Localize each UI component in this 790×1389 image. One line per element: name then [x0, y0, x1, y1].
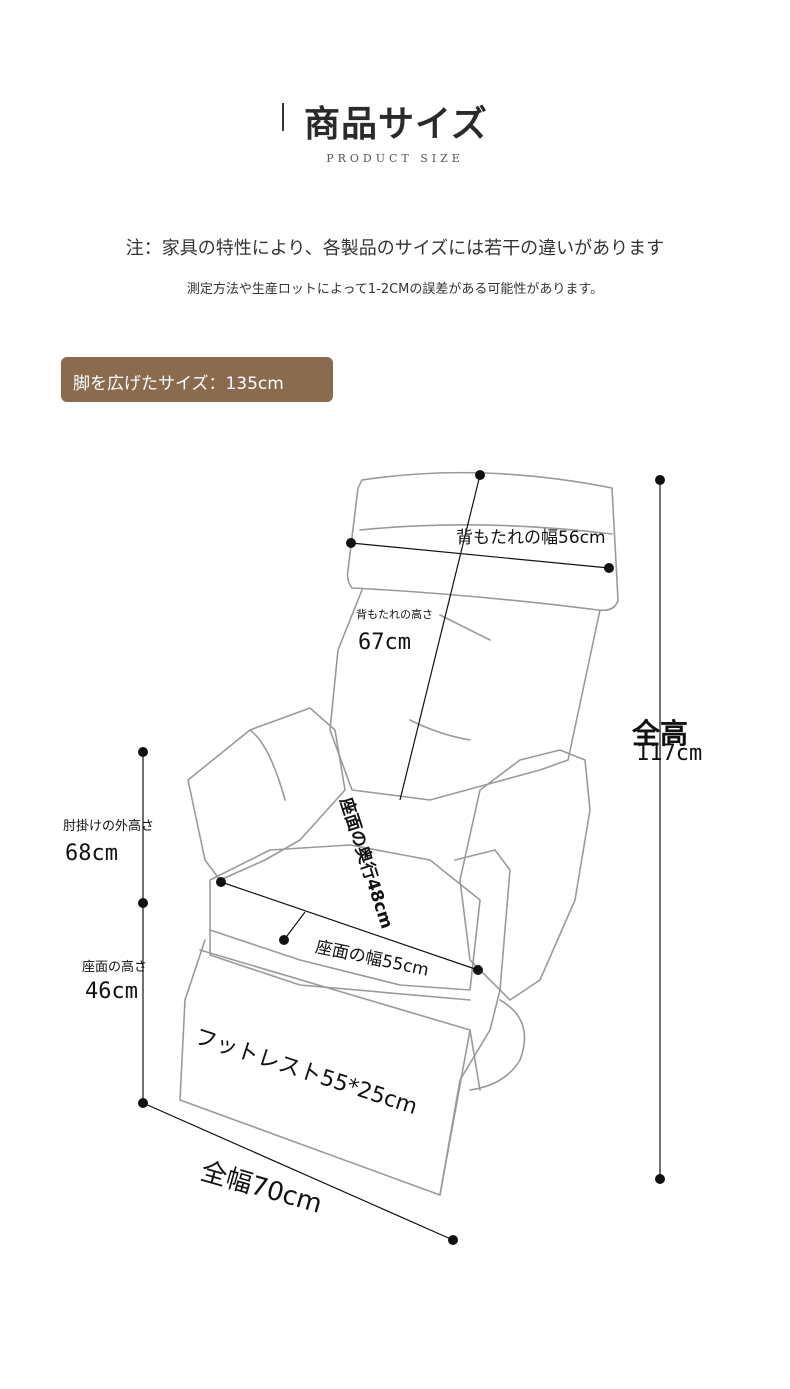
note-line-2: 測定方法や生産ロットによって1-2CMの誤差がある可能性があります。	[186, 282, 604, 297]
dot	[138, 1098, 148, 1108]
extended-size-badge: 脚を広げたサイズ：135cm	[61, 357, 333, 402]
backrest-width-line	[350, 542, 610, 569]
total-height-label: 全高	[632, 717, 689, 750]
dot	[138, 747, 148, 757]
extended-size-text: 脚を広げたサイズ：135cm	[73, 374, 284, 394]
chair-sketch	[179, 471, 619, 1196]
total-width-line	[142, 1102, 454, 1241]
seat-height-label: 座面の高さ	[82, 960, 148, 975]
backrest-width-label: 背もたれの幅56cm	[456, 528, 606, 548]
total-height-value: 117cm	[636, 741, 703, 766]
note-line-1: 注：家具の特性により、各製品のサイズには若干の違いがあります	[125, 238, 665, 259]
dot	[216, 877, 226, 887]
armrest-height-label: 肘掛けの外高さ	[63, 819, 155, 834]
backrest-height-label: 背もたれの高さ	[356, 608, 433, 621]
title-accent-bar	[282, 103, 284, 131]
armrest-height-value: 68cm	[65, 841, 118, 866]
page-header: 商品サイズ PRODUCT SIZE	[0, 95, 790, 170]
dot	[475, 470, 485, 480]
backrest-height-line	[399, 474, 481, 801]
page-subtitle: PRODUCT SIZE	[326, 152, 464, 165]
dot	[604, 563, 614, 573]
dot	[279, 935, 289, 945]
page-title: 商品サイズ	[304, 104, 488, 145]
seat-depth-line	[283, 911, 306, 941]
dimension-lines	[142, 474, 661, 1241]
dot	[655, 1174, 665, 1184]
dot	[138, 898, 148, 908]
seat-height-value: 46cm	[85, 979, 138, 1004]
dot	[655, 475, 665, 485]
seat-width-line	[220, 881, 479, 971]
dot	[346, 538, 356, 548]
dimension-dots	[138, 470, 665, 1245]
dot	[473, 965, 483, 975]
dot	[448, 1235, 458, 1245]
backrest-height-value: 67cm	[358, 630, 411, 655]
